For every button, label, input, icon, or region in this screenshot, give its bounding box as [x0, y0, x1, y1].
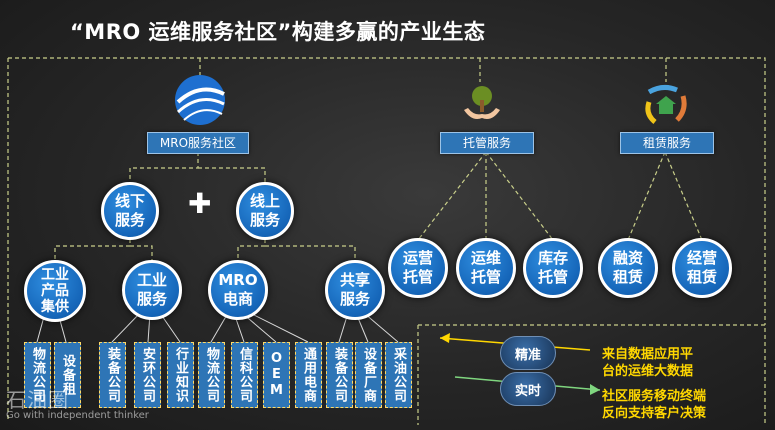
- leaf-box: 装备公司: [326, 342, 353, 408]
- page-title: “MRO 运维服务社区”构建多赢的产业生态: [70, 20, 486, 44]
- offline-service-node: 线下 服务: [101, 182, 159, 240]
- procurement-node: 工业 产品 集供: [24, 260, 86, 322]
- hosting-item: 运营 托管: [388, 238, 448, 298]
- leasing-item: 经营 租赁: [672, 238, 732, 298]
- realtime-pill: 实时: [500, 372, 556, 406]
- globe-logo-icon: [175, 75, 225, 125]
- plant-in-hands-icon: [464, 86, 500, 119]
- online-service-node: 线上 服务: [236, 182, 294, 240]
- leaf-box: 采油公司: [385, 342, 412, 408]
- hosting-item: 库存 托管: [523, 238, 583, 298]
- industrial-service-node: 工业 服务: [122, 260, 182, 320]
- leaf-box: 物流公司: [24, 342, 51, 408]
- plus-icon: ✚: [188, 187, 212, 220]
- big-data-text: 来自数据应用平 台的运维大数据: [602, 347, 694, 379]
- leaf-box: OEM: [263, 342, 290, 408]
- community-label: MRO服务社区: [147, 132, 249, 154]
- leaf-box: 信科公司: [231, 342, 258, 408]
- leasing-label: 租赁服务: [620, 132, 714, 154]
- leaf-box: 物流公司: [198, 342, 225, 408]
- mro-ecommerce-node: MRO 电商: [208, 260, 268, 320]
- house-in-hands-icon: [645, 84, 687, 124]
- leaf-box: 装备公司: [99, 342, 126, 408]
- hosting-label: 托管服务: [440, 132, 534, 154]
- mobile-terminal-text: 社区服务移动终端 反向支持客户决策: [602, 389, 707, 421]
- leasing-item: 融资 租赁: [598, 238, 658, 298]
- leaf-box: 设备租: [54, 342, 81, 408]
- shared-service-node: 共享 服务: [325, 260, 385, 320]
- leaf-box: 设备厂商: [355, 342, 382, 408]
- leaf-box: 通用电商: [295, 342, 322, 408]
- watermark-brand: 石油圈: [6, 388, 69, 412]
- leaf-box: 安环公司: [134, 342, 161, 408]
- precise-pill: 精准: [500, 336, 556, 370]
- leaf-box: 行业知识: [167, 342, 194, 408]
- hosting-item: 运维 托管: [456, 238, 516, 298]
- watermark-tagline: Go with independent thinker: [6, 410, 149, 421]
